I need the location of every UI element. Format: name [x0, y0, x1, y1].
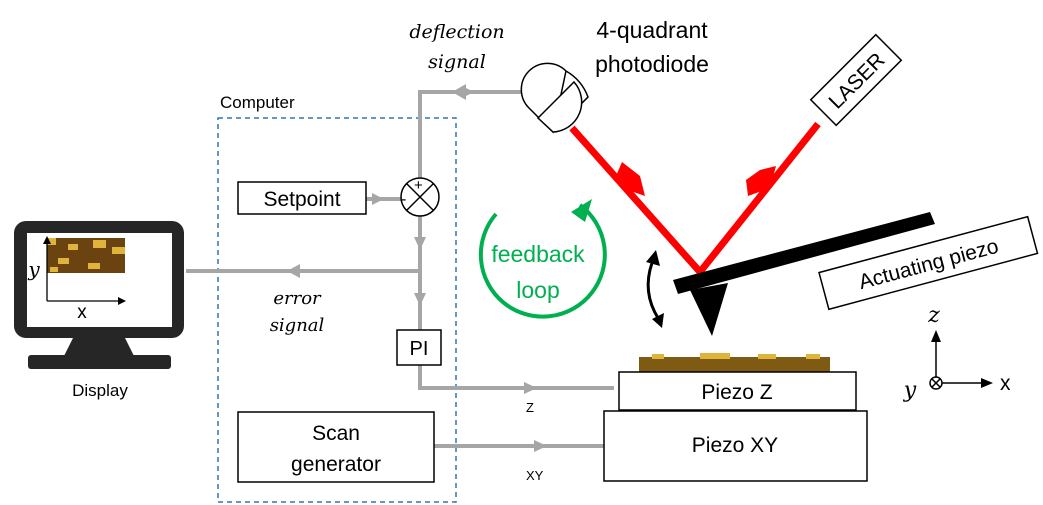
- laser-source: LASER: [809, 33, 903, 127]
- feedback-label-line1: feedback: [491, 241, 585, 267]
- screen-y-label: y: [27, 257, 40, 281]
- axis-y-label: y: [903, 378, 917, 403]
- xy-signal-label: XY: [526, 468, 544, 483]
- feedback-label-line2: loop: [516, 277, 559, 303]
- signal-lines: [186, 90, 614, 448]
- deflection-signal-line2: signal: [428, 51, 486, 73]
- sample: [639, 353, 830, 372]
- laser-arrow-in: [746, 166, 776, 196]
- laser-beam: [569, 121, 821, 278]
- piezo-xy-label: Piezo XY: [692, 434, 778, 457]
- axis-z-label: z: [927, 303, 940, 328]
- oscillation-arrow: [646, 250, 664, 328]
- signal-arrowheads: [287, 84, 547, 452]
- pi-box: [396, 329, 442, 366]
- computer-boundary: [217, 117, 457, 503]
- piezo-z-label: Piezo Z: [701, 381, 772, 404]
- scan-generator-label-line1: Scan: [312, 422, 360, 445]
- photodiode-label-line1: 4-quadrant: [596, 17, 708, 43]
- piezo-xy-box: [603, 410, 868, 482]
- z-signal-label: Z: [526, 400, 534, 415]
- error-signal-line2: signal: [270, 315, 325, 336]
- axis-x-label: x: [1000, 372, 1011, 395]
- setpoint-box: [237, 181, 367, 215]
- plus-sign: +: [414, 177, 423, 194]
- photodiode-label-line2: photodiode: [595, 51, 709, 77]
- minus-sign: -: [401, 191, 406, 208]
- setpoint-label: Setpoint: [263, 188, 340, 211]
- actuating-piezo: Actuating piezo: [818, 215, 1039, 311]
- laser-arrow-out: [616, 162, 645, 196]
- computer-label: Computer: [220, 93, 295, 112]
- scan-generator-box: [237, 411, 435, 483]
- photodiode: [520, 62, 589, 134]
- display-label: Display: [72, 381, 128, 400]
- feedback-loop: [478, 199, 607, 319]
- cantilever: [673, 212, 935, 336]
- pi-label: PI: [410, 338, 429, 360]
- scan-generator-label-line2: generator: [291, 453, 381, 476]
- display-monitor: [14, 221, 184, 369]
- piezo-z-box: [618, 371, 857, 411]
- deflection-signal-line1: deflection: [409, 21, 504, 43]
- summing-junction: + -: [400, 177, 440, 217]
- error-signal-line1: error: [273, 288, 322, 309]
- screen-x-label: x: [77, 302, 87, 323]
- coordinate-axes: [929, 330, 993, 390]
